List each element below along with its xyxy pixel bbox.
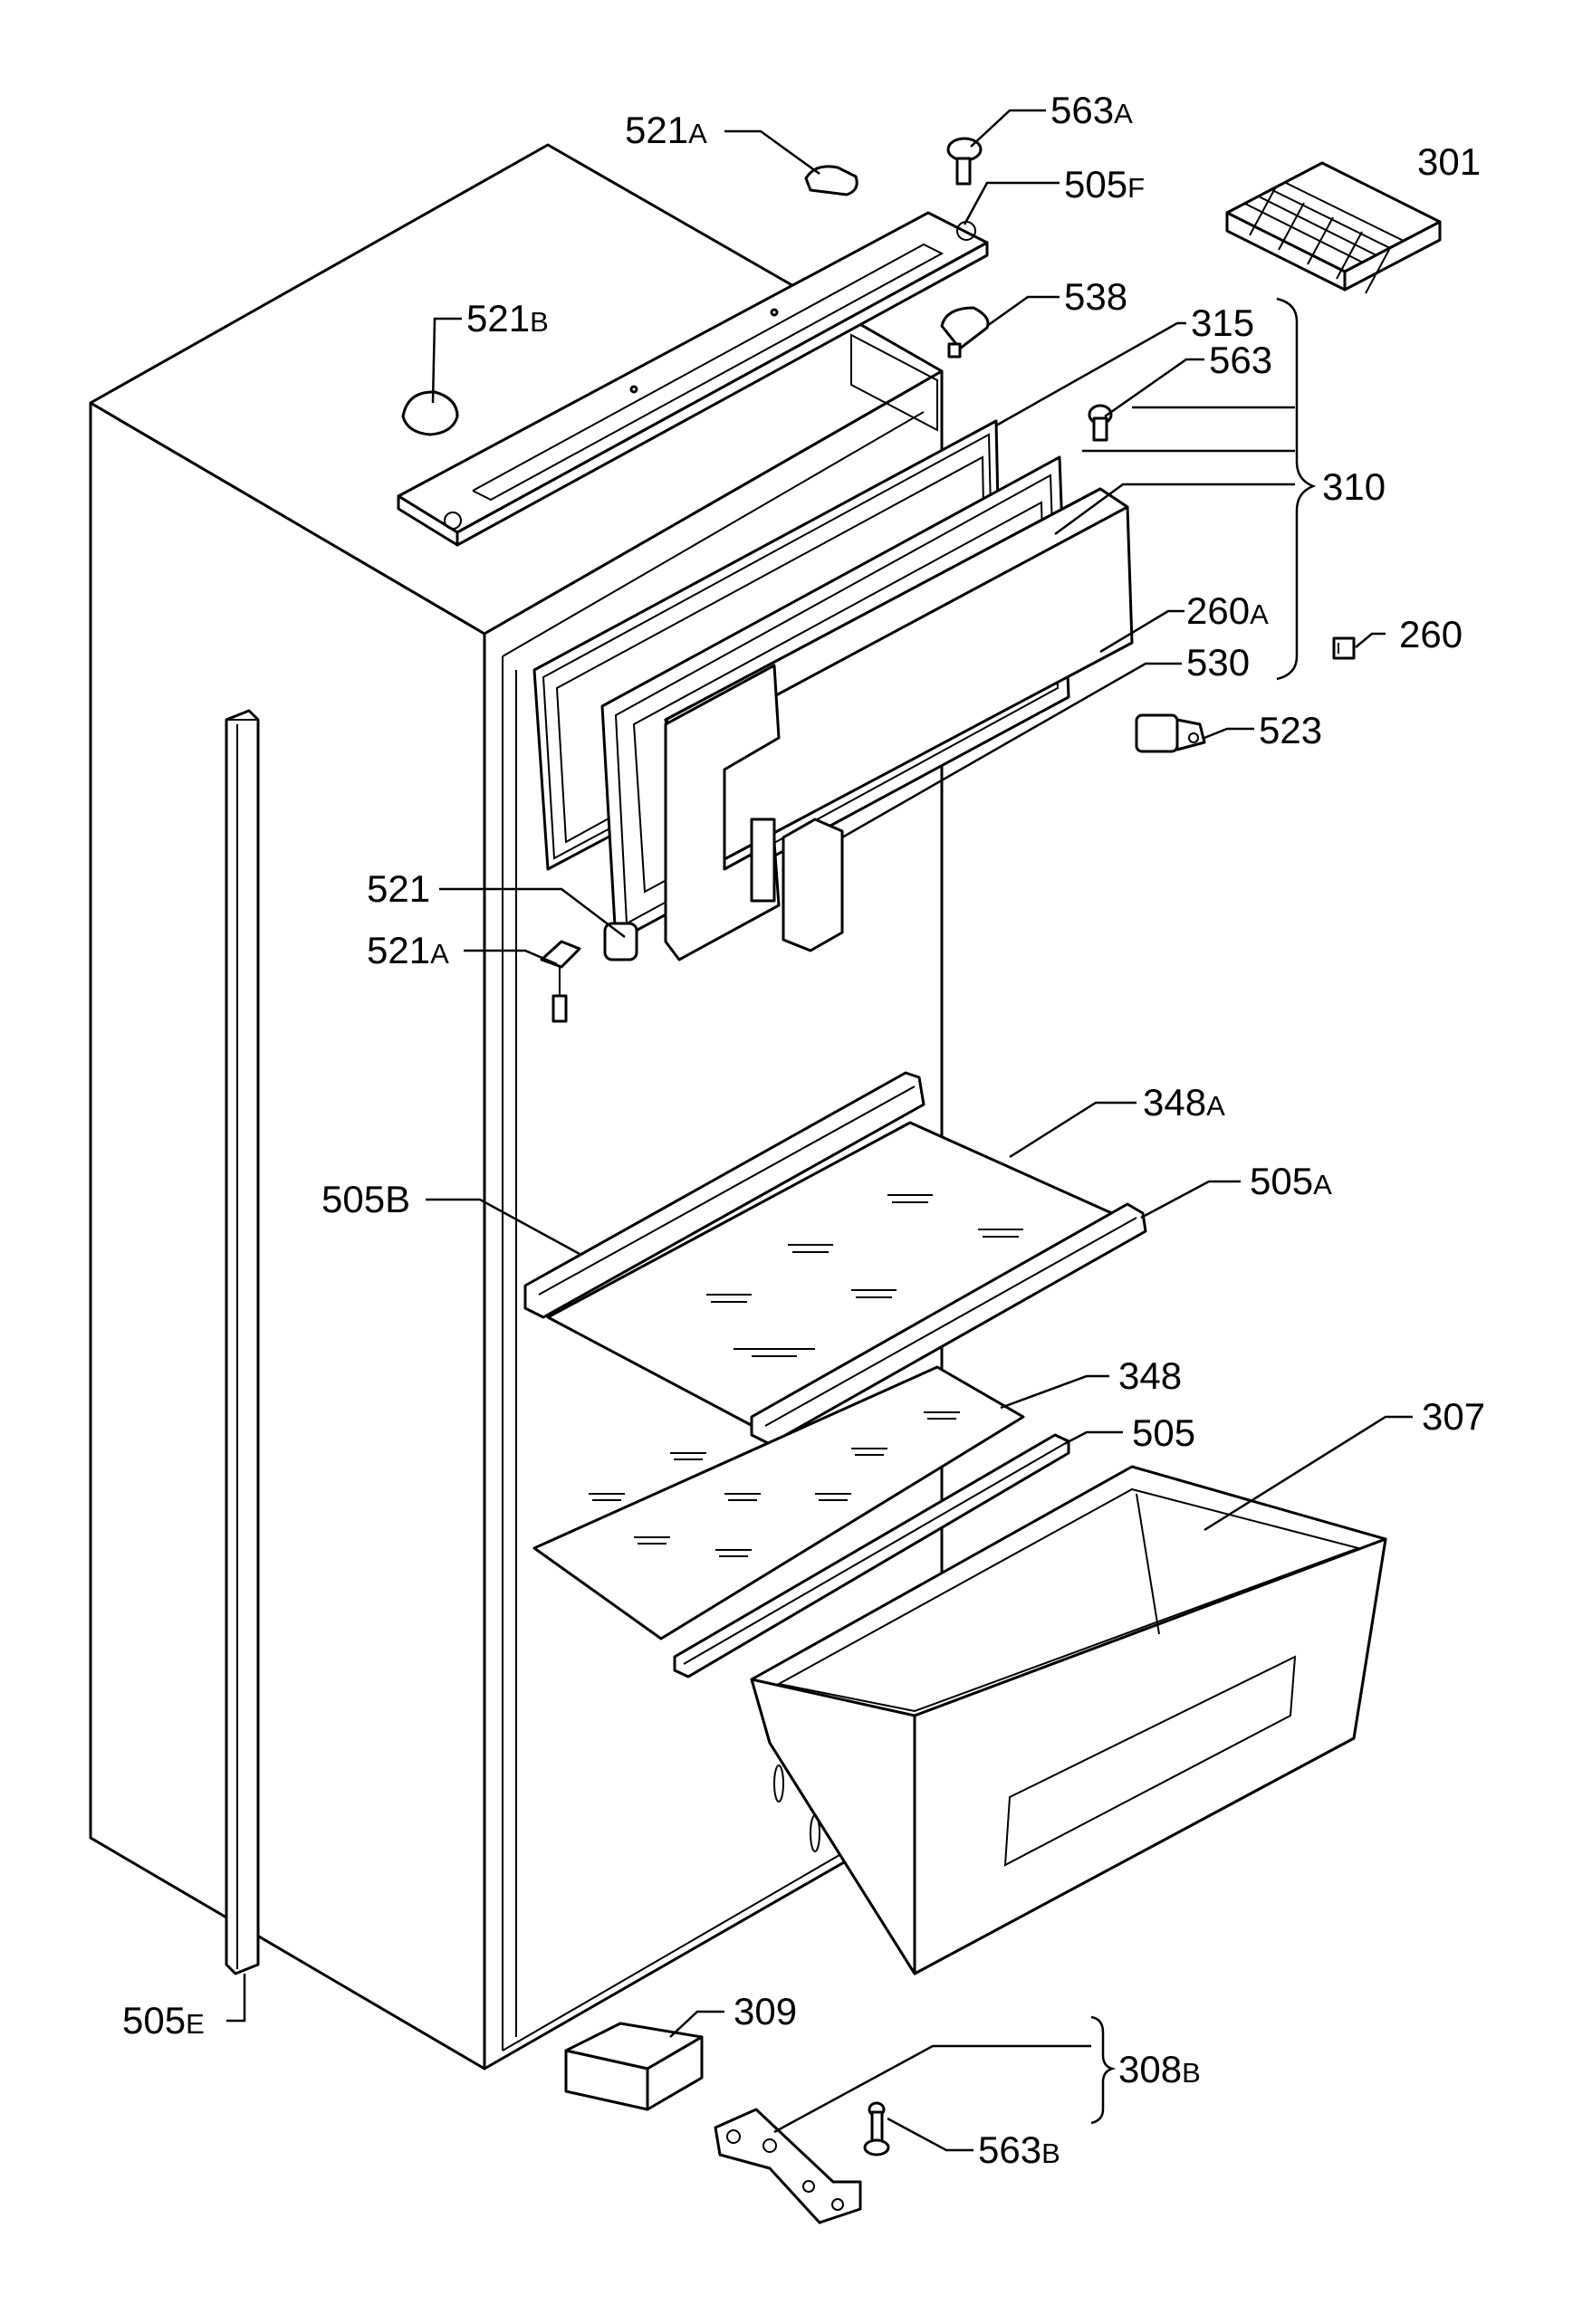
- shelf-trim-505B: [523, 1071, 925, 1319]
- screw-563B: [863, 2101, 890, 2157]
- label-521A-top: 521A: [625, 109, 707, 151]
- hinge-523: [1135, 713, 1206, 753]
- label-309: 309: [734, 1990, 797, 2032]
- shelf-trim-505: [673, 1433, 1070, 1678]
- label-563A: 563A: [1050, 89, 1133, 131]
- sponge-309: [564, 2022, 704, 2111]
- cap-521B: [401, 390, 459, 436]
- stop-521: [603, 922, 638, 961]
- label-307: 307: [1422, 1395, 1485, 1438]
- clip-260: [1332, 636, 1356, 660]
- door-strip-505E: [225, 709, 260, 1975]
- ice-tray-301: [1225, 161, 1442, 294]
- leader-lines: [226, 109, 1413, 2152]
- label-348A: 348A: [1143, 1081, 1225, 1124]
- label-563: 563: [1209, 339, 1272, 381]
- glass-shelf-348: [532, 1365, 1025, 1640]
- label-260: 260: [1399, 613, 1463, 655]
- label-308B: 308B: [1118, 2048, 1201, 2090]
- shelf-trim-505A: [750, 1202, 1147, 1446]
- hinge-plate-308B: [714, 2108, 862, 2224]
- label-530: 530: [1186, 641, 1250, 684]
- label-505B: 505B: [321, 1178, 410, 1220]
- label-563B: 563B: [978, 2128, 1060, 2171]
- label-260A: 260A: [1186, 589, 1269, 632]
- label-523: 523: [1259, 709, 1322, 751]
- label-505F: 505F: [1064, 163, 1145, 206]
- screw-563: [1088, 404, 1113, 442]
- label-310: 310: [1322, 465, 1386, 508]
- bracket-538: [940, 306, 990, 359]
- bracket-310: [1082, 297, 1317, 681]
- top-bracket-505F: [397, 211, 989, 547]
- label-505E: 505E: [122, 1999, 205, 2042]
- label-348: 348: [1118, 1354, 1182, 1397]
- door-handle-530: [664, 664, 844, 961]
- label-521B: 521B: [466, 297, 549, 340]
- crisper-drawer-307: [750, 1465, 1387, 1975]
- label-538: 538: [1064, 275, 1127, 318]
- label-521: 521: [367, 867, 430, 910]
- part-labels: 521A 563A 505F 301 521B 538 315 563 310 …: [122, 89, 1485, 2171]
- label-505: 505: [1132, 1411, 1195, 1454]
- label-505A: 505A: [1250, 1160, 1332, 1202]
- bracket-308B: [1073, 2015, 1117, 2125]
- label-315: 315: [1191, 301, 1254, 344]
- label-301: 301: [1417, 140, 1481, 183]
- screw-563A: [946, 137, 983, 186]
- label-521A-mid: 521A: [367, 929, 449, 971]
